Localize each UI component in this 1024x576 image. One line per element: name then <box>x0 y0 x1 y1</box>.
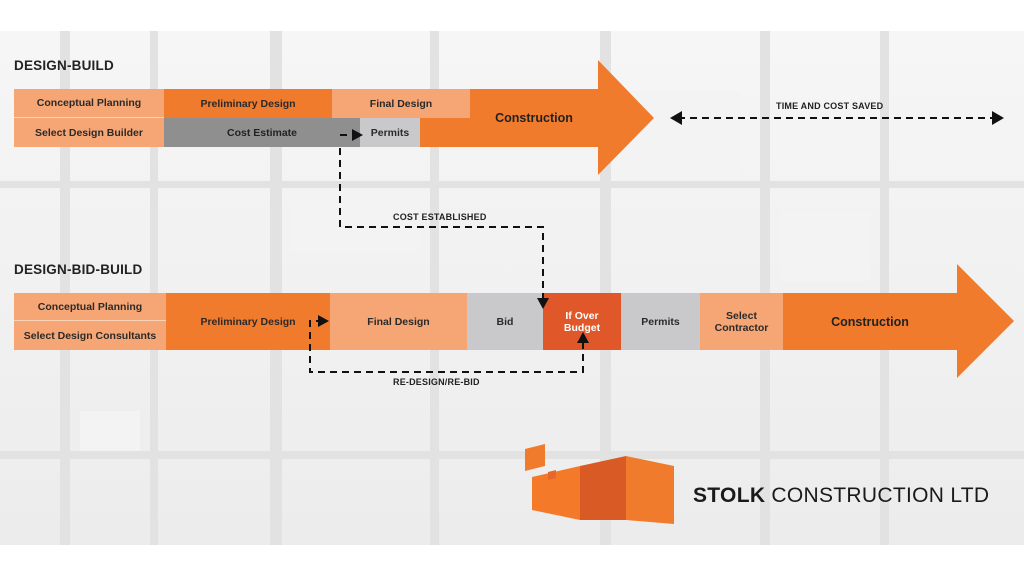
redesign-rebid-label: RE-DESIGN/RE-BID <box>393 377 480 387</box>
budget-line: Budget <box>563 321 601 334</box>
dbb-select-design-consultants: Select Design Consultants <box>14 321 166 350</box>
design-bid-build-construction-arrow <box>783 264 1014 378</box>
design-build-construction-arrow <box>420 60 654 175</box>
dbb-preliminary-design: Preliminary Design <box>166 293 330 350</box>
time-cost-saved-arrow <box>670 111 1004 125</box>
if-over-line: If Over <box>565 309 599 322</box>
dbb-select-contractor: Select Contractor <box>700 293 783 350</box>
select-line: Select <box>726 309 757 322</box>
cost-established-label: COST ESTABLISHED <box>393 212 487 222</box>
db-construction-label: Construction <box>495 111 573 125</box>
design-build-heading: DESIGN-BUILD <box>14 58 114 73</box>
time-cost-saved-label: TIME AND COST SAVED <box>776 101 884 111</box>
db-cost-estimate: Cost Estimate <box>164 118 360 147</box>
redesign-rebid-connector <box>309 315 589 373</box>
background-structure <box>0 31 1024 545</box>
dbb-bid: Bid <box>467 293 543 350</box>
brand-name-rest: CONSTRUCTION LTD <box>765 484 990 507</box>
dbb-construction-label: Construction <box>831 315 909 329</box>
dbb-conceptual-planning: Conceptual Planning <box>14 293 166 321</box>
db-select-design-builder: Select Design Builder <box>14 118 164 147</box>
db-conceptual-planning: Conceptual Planning <box>14 89 164 118</box>
dbb-permits: Permits <box>621 293 700 350</box>
db-preliminary-design: Preliminary Design <box>164 89 332 118</box>
db-final-design: Final Design <box>332 89 470 118</box>
db-permits: Permits <box>360 118 420 147</box>
design-bid-build-heading: DESIGN-BID-BUILD <box>14 262 143 277</box>
brand-name: STOLK CONSTRUCTION LTD <box>693 484 989 508</box>
cost-established-connector <box>339 129 549 309</box>
dbb-final-design: Final Design <box>330 293 467 350</box>
brand-name-bold: STOLK <box>693 484 766 507</box>
contractor-line: Contractor <box>714 321 769 334</box>
